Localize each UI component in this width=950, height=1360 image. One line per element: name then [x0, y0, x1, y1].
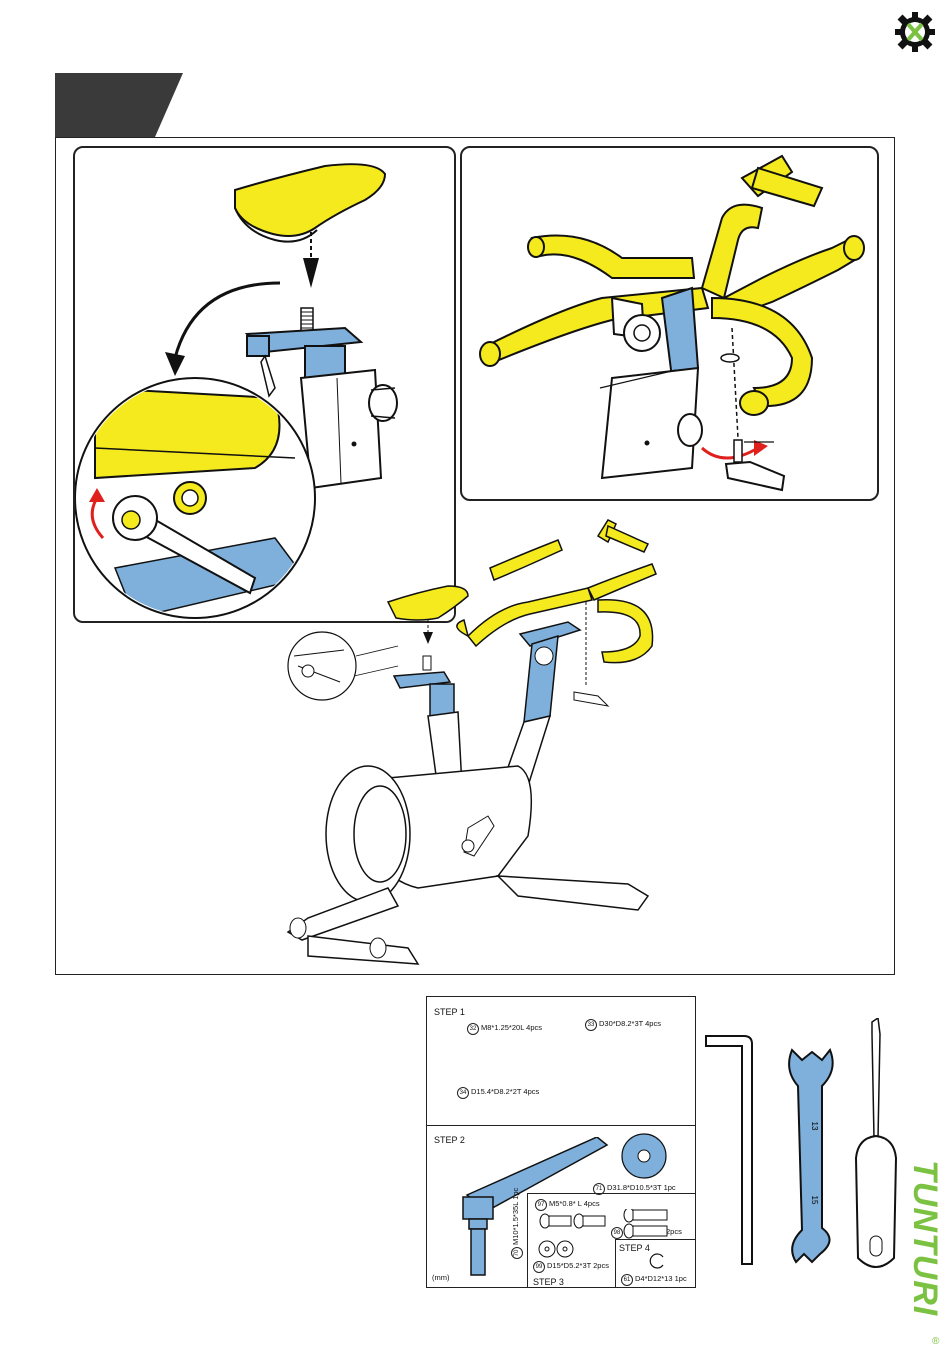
screwdriver-icon: [848, 1018, 908, 1272]
allen-key-icon: [700, 1030, 760, 1270]
step3-title: STEP 3: [533, 1277, 564, 1287]
washer-illustration: [619, 1131, 669, 1181]
step-tab: [55, 73, 183, 137]
brand-registered-mark: ®: [932, 1336, 939, 1347]
part-70: 70M10*1.5*35L 1pc: [511, 1188, 523, 1259]
open-end-wrench-icon: 13 15: [782, 1040, 842, 1270]
handlebar-detail-panel: [460, 146, 879, 501]
step4-title: STEP 4: [619, 1243, 650, 1253]
brand-logo: TUNTURI ®: [904, 1160, 950, 1360]
svg-text:15: 15: [810, 1196, 819, 1205]
brand-name: TUNTURI: [905, 1160, 944, 1316]
unit-label: (mm): [432, 1273, 450, 1282]
handlebar-illustration: [462, 148, 879, 501]
clip-ring-icon: [647, 1251, 667, 1271]
svg-text:13: 13: [810, 1122, 819, 1131]
step1-title: STEP 1: [434, 1007, 465, 1017]
bike-overview-illustration: [268, 516, 678, 974]
tools-gear-icon: [893, 10, 937, 54]
